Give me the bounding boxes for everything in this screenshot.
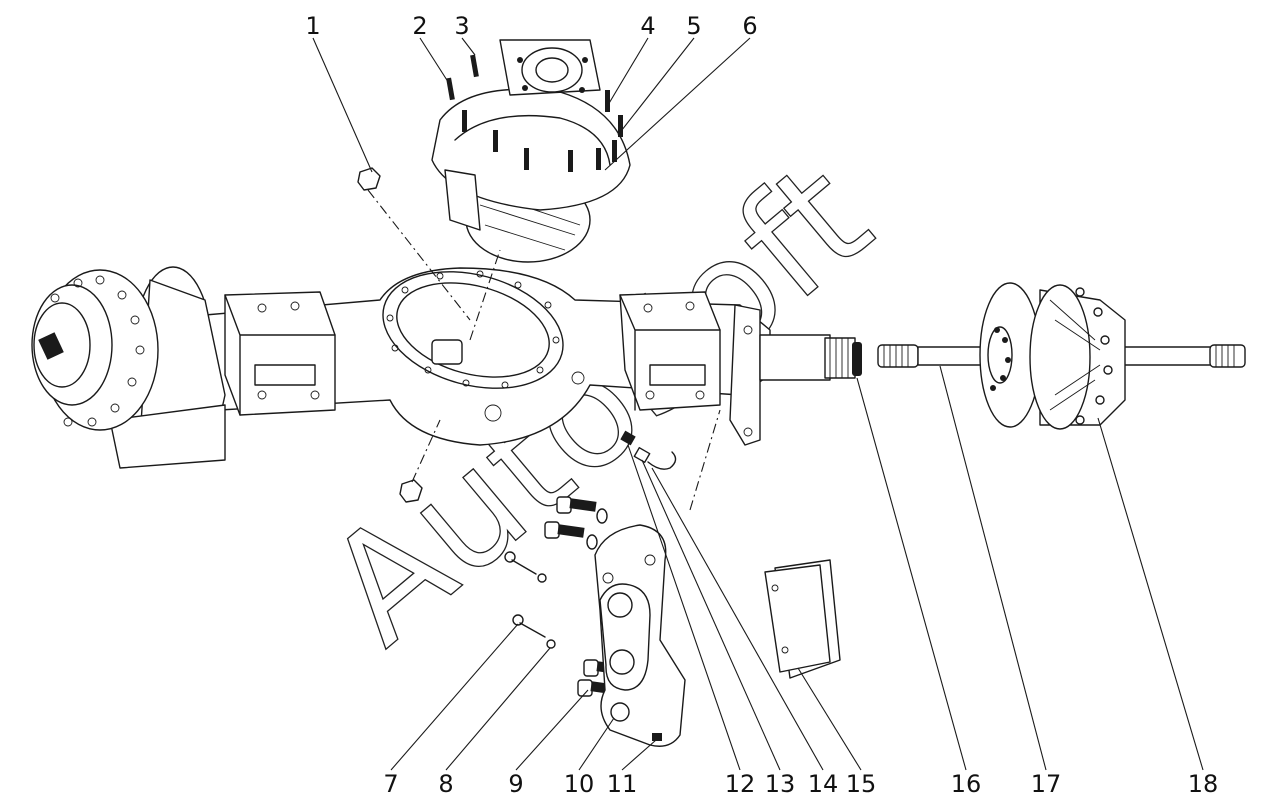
- breather-fitting: [620, 430, 677, 470]
- nut-upper: [357, 167, 381, 191]
- wheel-hub-icon: [31, 266, 226, 469]
- callout-7: 7: [383, 770, 398, 798]
- callout-6: 6: [742, 12, 757, 40]
- callout-8: 8: [438, 770, 453, 798]
- brake-caliper-icon: [594, 524, 686, 747]
- callout-13: 13: [765, 770, 796, 798]
- callout-16: 16: [951, 770, 982, 798]
- callout-18: 18: [1188, 770, 1219, 798]
- axle-housing: [199, 267, 862, 446]
- callout-4: 4: [640, 12, 655, 40]
- callout-10: 10: [564, 770, 595, 798]
- caliper-bolts: [504, 496, 624, 697]
- callout-17: 17: [1031, 770, 1062, 798]
- callout-15: 15: [846, 770, 877, 798]
- callout-1: 1: [305, 12, 320, 40]
- differential-carrier-icon: [431, 39, 631, 263]
- brake-pad-icon: [764, 559, 841, 679]
- nut-lower: [399, 479, 423, 503]
- callout-12: 12: [725, 770, 756, 798]
- leader-lines: [312, 37, 1204, 771]
- callout-3: 3: [454, 12, 469, 40]
- half-shaft-icon: [877, 344, 1246, 368]
- callout-14: 14: [808, 770, 839, 798]
- callout-9: 9: [508, 770, 523, 798]
- callout-5: 5: [686, 12, 701, 40]
- callout-2: 2: [412, 12, 427, 40]
- callout-labels: 1 2 3 4 5 6 7 8 9 10 11 12 13 14 15 16 1…: [305, 12, 1218, 798]
- callout-11: 11: [607, 770, 638, 798]
- hub-flange-icon: [979, 282, 1126, 430]
